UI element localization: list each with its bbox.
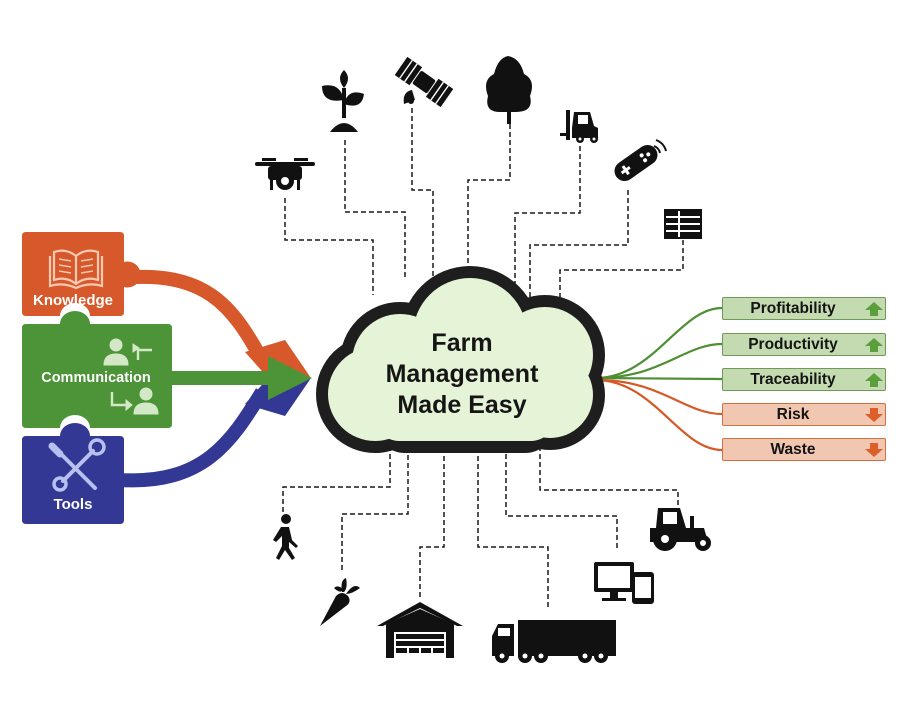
barn-icon <box>377 602 463 658</box>
remote-controller-icon <box>614 139 667 182</box>
walking-person-icon <box>273 514 298 560</box>
satellite-icon <box>394 56 454 108</box>
connector-tractor <box>539 448 679 505</box>
communication-piece <box>22 311 172 428</box>
drone-icon <box>255 158 315 190</box>
connector-carrot <box>341 450 409 570</box>
communication-arrow-body <box>168 371 278 385</box>
outcome-waste: Waste <box>722 438 886 461</box>
input-arrows <box>119 269 312 488</box>
arrow-down-icon <box>865 442 883 457</box>
tree-icon <box>486 56 532 124</box>
data-table-icon <box>664 209 702 239</box>
communication-label: Communication <box>41 370 151 386</box>
knowledge-piece <box>22 232 141 316</box>
connector-drone <box>284 198 374 295</box>
arrow-up-icon <box>865 301 883 316</box>
arrow-down-icon <box>865 407 883 422</box>
people-exchange-icon <box>103 338 159 415</box>
arrow-up-icon <box>865 337 883 352</box>
connector-forklift <box>514 146 581 285</box>
connector-risk <box>597 378 723 416</box>
connector-lorry <box>477 452 549 607</box>
wrench-screwdriver-icon <box>48 438 106 492</box>
connector-devices <box>505 450 618 548</box>
outcome-traceability: Traceability <box>722 368 886 391</box>
carrot-icon <box>320 578 360 626</box>
connector-person <box>282 448 391 512</box>
outcome-label: Risk <box>776 405 810 423</box>
outcome-label: Waste <box>770 440 816 458</box>
connector-traceability <box>597 376 723 381</box>
connector-satellite <box>411 108 434 278</box>
connector-productivity <box>597 342 723 380</box>
connector-plant <box>344 140 406 280</box>
outcome-label: Profitability <box>750 299 836 317</box>
connector-tree <box>467 124 511 276</box>
connector-table <box>559 240 684 320</box>
connector-waste <box>597 378 723 452</box>
computer-devices-icon <box>594 562 654 604</box>
plant-seedling-icon <box>322 70 364 132</box>
tools-arrow-head <box>245 378 311 416</box>
connector-profitability <box>597 306 723 380</box>
puzzle-pieces <box>22 232 172 524</box>
tractor-icon <box>650 508 711 551</box>
communication-arrow-head <box>268 356 312 400</box>
cloud-title-line-1: Farm <box>431 329 493 357</box>
outcome-risk: Risk <box>722 403 886 426</box>
knowledge-arrow-body <box>119 269 269 364</box>
cloud-title-line-3: Made Easy <box>397 391 527 419</box>
knowledge-arrow-head <box>245 340 311 378</box>
connector-lines <box>282 108 684 607</box>
tools-label: Tools <box>53 496 93 513</box>
connector-remote <box>529 190 629 297</box>
lorry-icon <box>492 620 616 663</box>
cloud-shape <box>316 266 605 453</box>
cloud-title-line-2: Management <box>385 360 539 388</box>
cloud-title: Farm Management Made Easy <box>330 328 594 421</box>
outcome-connectors <box>597 306 723 452</box>
outcome-productivity: Productivity <box>722 333 886 356</box>
outcome-label: Productivity <box>748 335 838 353</box>
outcome-label: Traceability <box>750 370 836 388</box>
connector-barn <box>419 452 445 597</box>
knowledge-label: Knowledge <box>32 292 113 309</box>
arrow-up-icon <box>865 372 883 387</box>
tools-arrow-body <box>119 388 268 488</box>
open-book-icon <box>48 249 104 290</box>
outcome-profitability: Profitability <box>722 297 886 320</box>
forklift-icon <box>560 110 598 143</box>
